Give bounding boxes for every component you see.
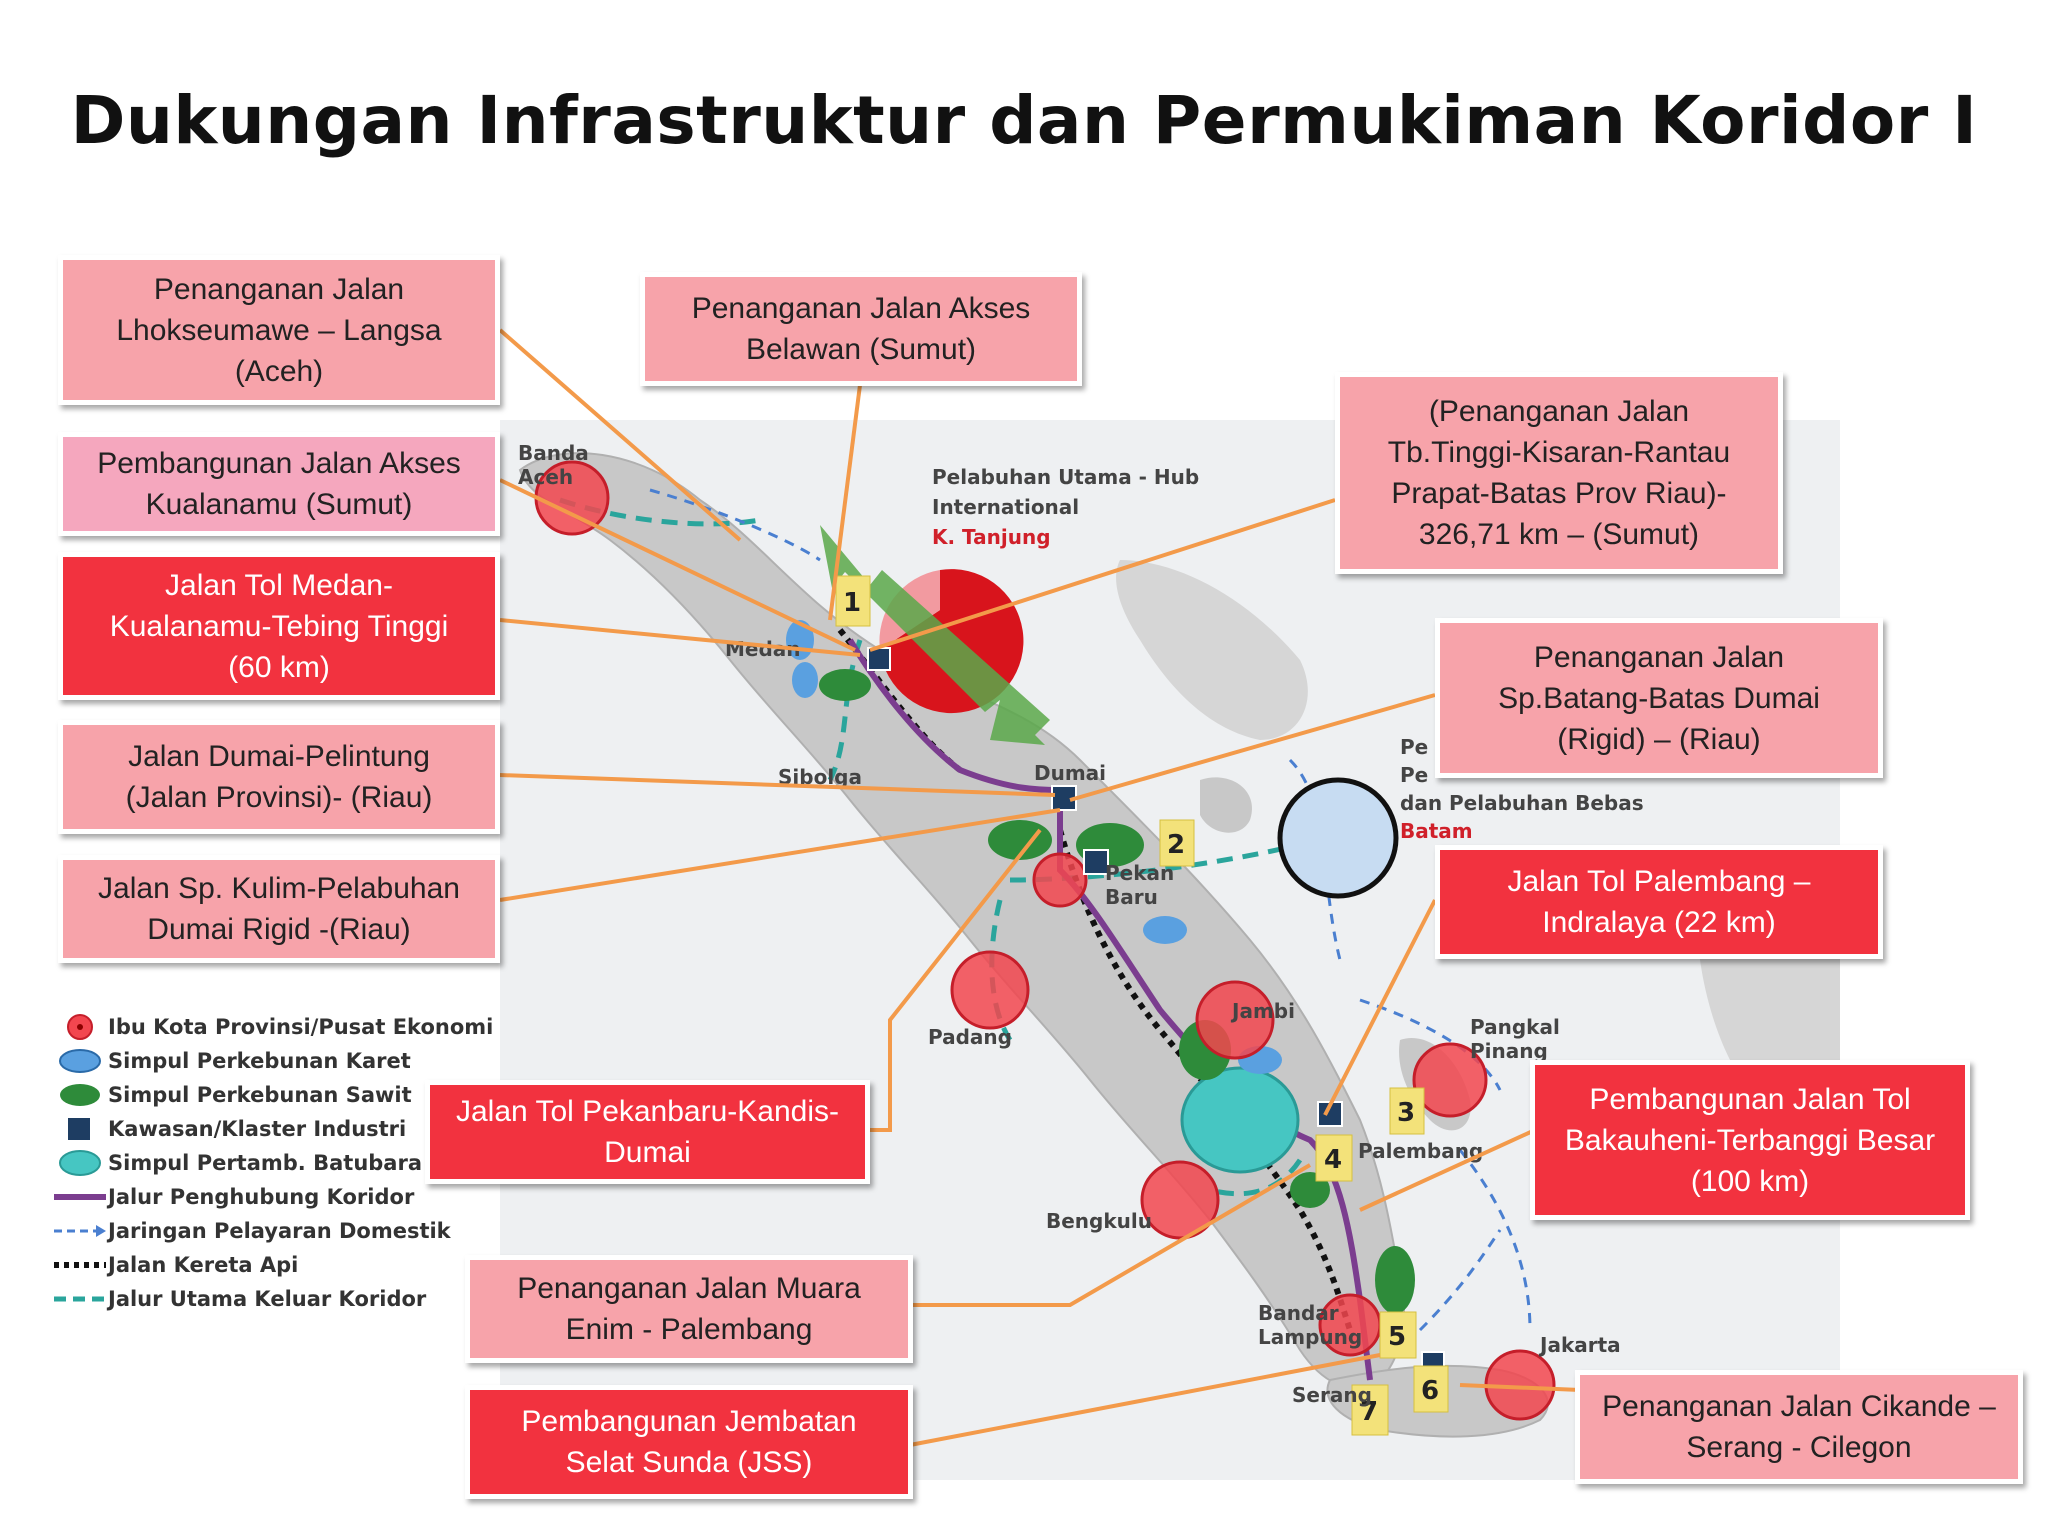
- page-title: Dukungan Infrastruktur dan Permukiman Ko…: [70, 82, 1978, 159]
- coal-node: [1180, 1066, 1300, 1174]
- legend-label: Simpul Perkebunan Karet: [108, 1049, 411, 1073]
- cyan-ellipse-icon: [59, 1150, 101, 1176]
- label-hub-2: International: [932, 495, 1079, 519]
- label-hub-3: K. Tanjung: [932, 525, 1051, 549]
- marker-5: 5: [1388, 1322, 1406, 1352]
- legend-item: Kawasan/Klaster Industri: [52, 1112, 492, 1146]
- marker-7: 7: [1360, 1397, 1378, 1427]
- label-bengkulu: Bengkulu: [1046, 1209, 1152, 1233]
- label-dumai: Dumai: [1034, 761, 1106, 785]
- callout-connectors: [498, 328, 1581, 1447]
- box-tol-palembang: Jalan Tol Palembang – Indralaya (22 km): [1435, 845, 1883, 959]
- box-kualanamu-text: Pembangunan Jalan Akses Kualanamu (Sumut…: [97, 447, 461, 521]
- blue-dashed-arrow-icon: [54, 1225, 106, 1237]
- box-belawan: Penanganan Jalan Akses Belawan (Sumut): [640, 272, 1082, 386]
- box-tol-palembang-text: Jalan Tol Palembang – Indralaya (22 km): [1507, 865, 1811, 939]
- box-tb-tinggi-text: (Penanganan Jalan Tb.Tinggi-Kisaran-Rant…: [1387, 395, 1731, 551]
- label-palembang: Palembang: [1358, 1139, 1483, 1163]
- legend-label: Jalur Utama Keluar Koridor: [108, 1287, 427, 1311]
- legend-label: Simpul Perkebunan Sawit: [108, 1083, 412, 1107]
- box-jss: Pembangunan Jembatan Selat Sunda (JSS): [465, 1385, 913, 1499]
- marker-1: 1: [843, 588, 861, 618]
- box-sp-kulim-text: Jalan Sp. Kulim-Pelabuhan Dumai Rigid -(…: [98, 872, 460, 946]
- palm-node: [819, 669, 871, 701]
- marker-4: 4: [1324, 1145, 1342, 1175]
- label-hub-1: Pelabuhan Utama - Hub: [932, 465, 1199, 489]
- legend-label: Jalan Kereta Api: [108, 1253, 299, 1277]
- box-muara-enim-text: Penanganan Jalan Muara Enim - Palembang: [517, 1272, 861, 1346]
- trade-arrow: [820, 525, 1050, 745]
- purple-line-icon: [54, 1194, 106, 1200]
- label-batam-3: dan Pelabuhan Bebas: [1400, 791, 1644, 815]
- box-tol-medan-text: Jalan Tol Medan- Kualanamu-Tebing Tinggi…: [109, 568, 449, 684]
- teal-route: [559, 497, 1321, 1197]
- label-jakarta: Jakarta: [1538, 1333, 1621, 1357]
- legend-item: Jaringan Pelayaran Domestik: [52, 1214, 492, 1248]
- legend-item: Jalur Utama Keluar Koridor: [52, 1282, 492, 1316]
- blue-ellipse-icon: [59, 1049, 101, 1073]
- legend-item: Simpul Perkebunan Karet: [52, 1044, 492, 1078]
- legend-label: Kawasan/Klaster Industri: [108, 1117, 407, 1141]
- box-kualanamu: Pembangunan Jalan Akses Kualanamu (Sumut…: [58, 432, 500, 536]
- box-jss-text: Pembangunan Jembatan Selat Sunda (JSS): [521, 1405, 857, 1479]
- box-lhokseumawe: Penanganan Jalan Lhokseumawe – Langsa (A…: [58, 255, 500, 405]
- legend-label: Simpul Pertamb. Batubara: [108, 1151, 422, 1175]
- legend-item: Jalan Kereta Api: [52, 1248, 492, 1282]
- marker-2: 2: [1167, 830, 1185, 860]
- box-cikande: Penanganan Jalan Cikande – Serang - Cile…: [1575, 1370, 2023, 1484]
- rubber-node: [792, 662, 818, 698]
- legend-label: Ibu Kota Provinsi/Pusat Ekonomi: [108, 1015, 494, 1039]
- green-ellipse-icon: [60, 1084, 100, 1106]
- number-markers: 1 2 3 4 5 6 7: [835, 575, 1449, 1436]
- label-batam-2: Pe: [1400, 763, 1428, 787]
- box-lhokseumawe-text: Penanganan Jalan Lhokseumawe – Langsa (A…: [116, 272, 442, 388]
- legend-item: Ibu Kota Provinsi/Pusat Ekonomi: [52, 1010, 494, 1044]
- map-legend: Ibu Kota Provinsi/Pusat Ekonomi Simpul P…: [52, 1010, 494, 1316]
- box-sp-batang-text: Penanganan Jalan Sp.Batang-Batas Dumai (…: [1498, 640, 1820, 756]
- label-padang: Padang: [928, 1025, 1012, 1049]
- box-tol-pekanbaru-text: Jalan Tol Pekanbaru-Kandis- Dumai: [455, 1095, 839, 1169]
- box-dumai-pelintung-text: Jalan Dumai-Pelintung (Jalan Provinsi)- …: [125, 740, 433, 814]
- legend-item: Simpul Pertamb. Batubara: [52, 1146, 492, 1180]
- legend-item: Jalur Penghubung Koridor: [52, 1180, 492, 1214]
- legend-label: Jalur Penghubung Koridor: [108, 1185, 415, 1209]
- malaysia-edge: [1116, 560, 1308, 740]
- box-muara-enim: Penanganan Jalan Muara Enim - Palembang: [465, 1255, 913, 1363]
- label-batam-1: Pe: [1400, 735, 1428, 759]
- rubber-node: [1143, 916, 1187, 944]
- marker-6: 6: [1421, 1376, 1439, 1406]
- box-bakauheni-text: Pembangunan Jalan Tol Bakauheni-Terbangg…: [1564, 1082, 1936, 1198]
- legend-item: Simpul Perkebunan Sawit: [52, 1078, 492, 1112]
- box-sp-kulim: Jalan Sp. Kulim-Pelabuhan Dumai Rigid -(…: [58, 855, 500, 963]
- box-bakauheni: Pembangunan Jalan Tol Bakauheni-Terbangg…: [1530, 1060, 1970, 1220]
- legend-label: Jaringan Pelayaran Domestik: [108, 1219, 451, 1243]
- batam-hub: [1277, 777, 1399, 899]
- palm-node: [988, 820, 1052, 860]
- navy-square-icon: [68, 1118, 90, 1140]
- marker-3: 3: [1397, 1098, 1415, 1128]
- label-jambi: Jambi: [1230, 999, 1295, 1023]
- box-sp-batang: Penanganan Jalan Sp.Batang-Batas Dumai (…: [1435, 618, 1883, 778]
- box-tol-pekanbaru: Jalan Tol Pekanbaru-Kandis- Dumai: [425, 1080, 870, 1184]
- teal-dashed-line-icon: [54, 1296, 106, 1302]
- red-circle-icon: [67, 1014, 93, 1040]
- label-batam-4: Batam: [1400, 819, 1473, 843]
- label-serang: Serang: [1292, 1383, 1372, 1407]
- box-tol-medan: Jalan Tol Medan- Kualanamu-Tebing Tinggi…: [58, 552, 500, 700]
- box-dumai-pelintung: Jalan Dumai-Pelintung (Jalan Provinsi)- …: [58, 720, 500, 834]
- box-belawan-text: Penanganan Jalan Akses Belawan (Sumut): [691, 292, 1031, 366]
- riau-islands: [1200, 777, 1252, 833]
- box-tb-tinggi: (Penanganan Jalan Tb.Tinggi-Kisaran-Rant…: [1335, 372, 1783, 574]
- palm-node: [1375, 1246, 1415, 1314]
- black-dotted-line-icon: [54, 1262, 106, 1268]
- box-cikande-text: Penanganan Jalan Cikande – Serang - Cile…: [1602, 1390, 1996, 1464]
